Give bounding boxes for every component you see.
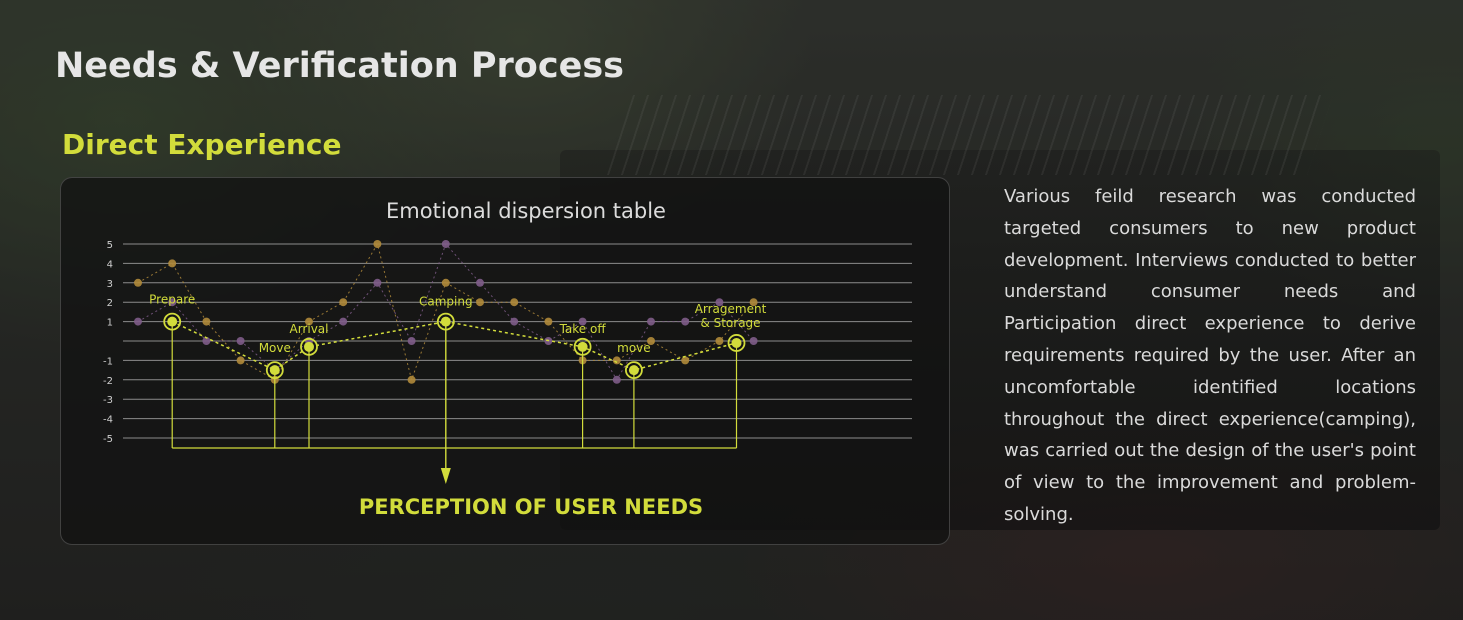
secondary-data-point — [749, 298, 758, 307]
section-title: Direct Experience — [62, 128, 342, 161]
secondary-data-point — [168, 298, 177, 307]
secondary-data-point — [476, 278, 484, 287]
secondary-data-point — [373, 240, 382, 248]
y-tick-label: -4 — [103, 415, 113, 426]
secondary-data-point — [202, 317, 211, 326]
stage-label: Move — [259, 341, 291, 355]
secondary-data-point — [339, 317, 348, 326]
secondary-data-point — [236, 337, 245, 345]
y-tick-label: -3 — [103, 395, 113, 406]
primary-data-point — [577, 341, 588, 352]
chart-title: Emotional dispersion table — [386, 199, 666, 223]
y-tick-label: 5 — [107, 240, 113, 251]
stage-label: Camping — [419, 295, 473, 309]
secondary-data-point — [407, 337, 416, 345]
secondary-data-point — [612, 356, 621, 365]
secondary-data-point — [647, 317, 655, 326]
stage-label: Prepare — [149, 293, 195, 307]
secondary-data-point — [134, 278, 142, 287]
y-tick-label: -1 — [103, 356, 113, 367]
chart-panel: Emotional dispersion table 5 4 3 2 1 -1 -2 -3 -4… — [60, 177, 950, 545]
primary-point-ring — [300, 337, 318, 356]
primary-data-point — [269, 365, 280, 376]
secondary-data-point — [373, 278, 382, 287]
secondary-data-point — [134, 317, 142, 326]
secondary-data-point — [476, 298, 484, 307]
secondary-data-point — [510, 298, 519, 307]
primary-data-point — [440, 316, 451, 327]
y-axis-ticks: 5 4 3 2 1 -1 -2 -3 -4 -5 — [103, 240, 113, 445]
stage-label: Arragement& Storage — [695, 302, 767, 330]
stage-connectors — [171, 321, 738, 484]
secondary-data-point — [681, 356, 690, 365]
primary-point-ring — [163, 312, 182, 331]
emotional-dispersion-chart: Emotional dispersion table 5 4 3 2 1 -1 -2 -3 -4… — [103, 199, 912, 519]
y-tick-label: 4 — [107, 259, 113, 270]
primary-series-line — [171, 320, 737, 371]
secondary-data-point — [441, 240, 450, 248]
primary-point-ring — [573, 337, 592, 356]
y-tick-label: 2 — [107, 298, 113, 309]
y-tick-label: -5 — [103, 434, 113, 445]
secondary-data-point — [578, 317, 587, 326]
primary-data-point — [731, 337, 742, 348]
secondary-data-point — [544, 317, 553, 326]
primary-point-ring — [727, 334, 746, 352]
primary-data-point — [304, 341, 314, 352]
secondary-data-point — [715, 298, 724, 307]
secondary-data-point — [168, 259, 177, 268]
secondary-data-point — [407, 375, 416, 384]
y-tick-label: 3 — [107, 279, 113, 290]
secondary-data-point — [647, 337, 655, 345]
secondary-data-point — [681, 317, 690, 326]
stage-label: Take off — [559, 322, 607, 336]
secondary-data-point — [441, 278, 450, 287]
secondary-data-point — [305, 317, 313, 326]
research-description: Various feild research was conducted tar… — [1004, 186, 1416, 525]
primary-data-point — [167, 316, 178, 327]
perception-of-user-needs-label: PERCEPTION OF USER NEEDS — [359, 495, 703, 519]
primary-point-ring — [265, 361, 284, 380]
secondary-data-point — [339, 298, 348, 307]
perception-arrow-head — [440, 468, 451, 484]
primary-series — [163, 312, 746, 380]
secondary-data-point — [510, 317, 519, 326]
primary-point-ring — [625, 361, 643, 380]
page-title: Needs & Verification Process — [55, 46, 625, 86]
secondary-data-point — [715, 337, 724, 345]
secondary-data-point — [612, 375, 621, 384]
stage-label: Arrival — [290, 322, 329, 336]
secondary-data-point — [749, 337, 758, 345]
primary-point-ring — [436, 312, 455, 331]
secondary-data-point — [202, 337, 211, 345]
primary-data-point — [628, 365, 639, 376]
y-tick-label: -2 — [103, 376, 113, 387]
y-tick-label: 1 — [107, 318, 113, 329]
secondary-data-point — [236, 356, 245, 365]
stage-label: move — [617, 341, 651, 355]
